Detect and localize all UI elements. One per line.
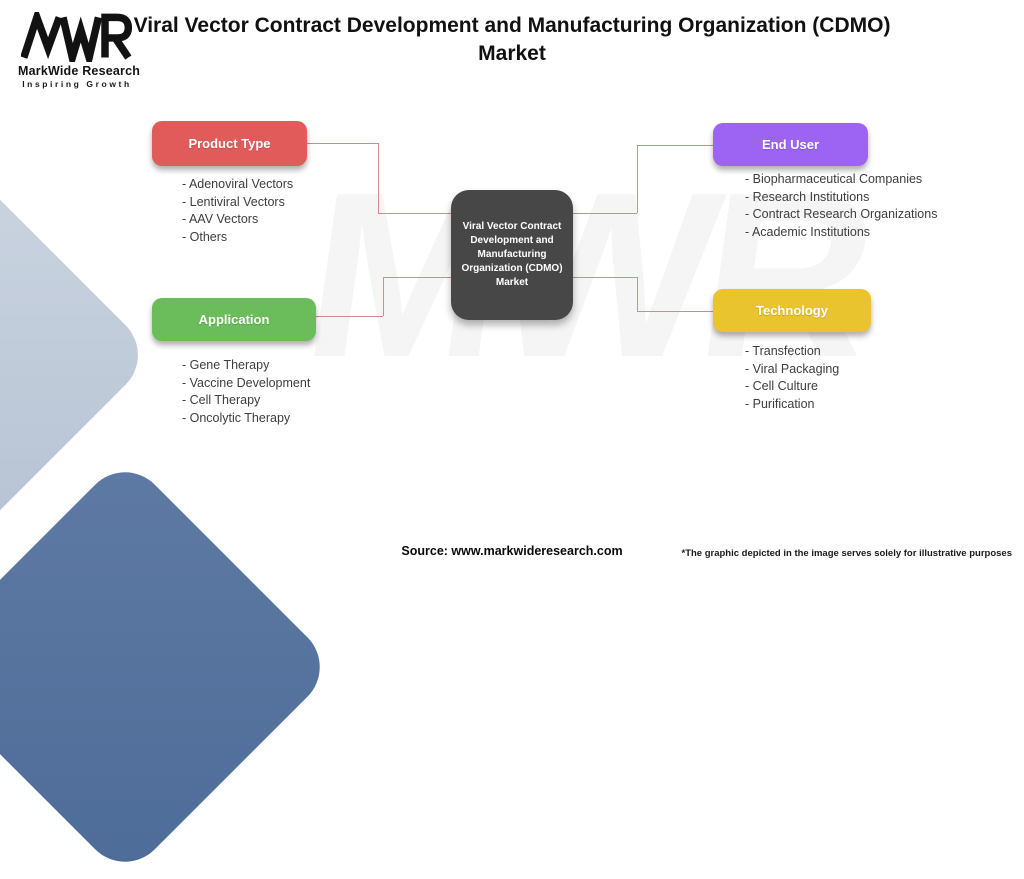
list-item: - Contract Research Organizations — [745, 207, 938, 222]
connector-enduser-v — [637, 145, 638, 213]
list-item: - Viral Packaging — [745, 361, 840, 376]
category-list-application: - Gene Therapy - Vaccine Development - Cel… — [182, 357, 310, 427]
connector-technology-h1 — [573, 277, 637, 278]
connector-application-h2 — [383, 277, 451, 278]
connector-enduser-h1 — [573, 213, 637, 214]
category-box-application: Application — [152, 298, 316, 341]
list-item: - Cell Culture — [745, 379, 818, 394]
infographic-canvas: MWR MarkWide Research Inspiring Growth V… — [0, 12, 1013, 879]
central-market-label: Viral Vector Contract Development and Ma… — [461, 221, 563, 288]
connector-product-h2 — [378, 213, 451, 214]
list-item: - Purification — [745, 396, 815, 411]
list-item: - Others — [182, 229, 228, 244]
connector-product-h1 — [307, 143, 378, 144]
page-title: Viral Vector Contract Development and Ma… — [133, 14, 891, 65]
list-item: - Lentiviral Vectors — [182, 194, 285, 209]
category-label-product-type: Product Type — [188, 136, 271, 151]
list-item: - Transfection — [745, 344, 821, 358]
source-text: Source: www.markwideresearch.com — [401, 544, 623, 558]
list-item: - Research Institutions — [745, 189, 870, 204]
list-item: - Biopharmaceutical Companies — [745, 172, 923, 186]
list-item: - Gene Therapy — [182, 358, 270, 372]
logo-tagline: Inspiring Growth — [22, 79, 132, 89]
connector-application-v — [383, 277, 384, 316]
list-item: - AAV Vectors — [182, 212, 259, 227]
connector-product-v — [378, 143, 379, 213]
category-label-end-user: End User — [761, 137, 820, 152]
category-box-product-type: Product Type — [152, 121, 307, 166]
category-box-end-user: End User — [713, 123, 868, 166]
category-list-technology: - Transfection - Viral Packaging - Cell Cu… — [745, 343, 839, 413]
category-list-product-type: - Adenoviral Vectors - Lentiviral Vectors… — [182, 176, 293, 246]
connector-technology-v — [637, 277, 638, 311]
central-market-node: Viral Vector Contract Development and Ma… — [451, 190, 573, 320]
connector-technology-h2 — [637, 311, 713, 312]
logo-company-name: MarkWide Research — [18, 64, 141, 78]
mwr-logo-icon — [21, 12, 133, 62]
list-item: - Vaccine Development — [182, 375, 311, 390]
list-item: - Cell Therapy — [182, 393, 261, 408]
list-item: - Adenoviral Vectors — [182, 177, 294, 191]
category-list-end-user: - Biopharmaceutical Companies - Research … — [745, 171, 937, 241]
category-box-technology: Technology — [713, 289, 871, 332]
connector-enduser-h2 — [637, 145, 713, 146]
list-item: - Academic Institutions — [745, 224, 871, 239]
background-diamond-dark — [0, 454, 338, 879]
category-label-technology: Technology — [756, 303, 828, 318]
markwide-logo: MarkWide Research Inspiring Growth — [18, 12, 141, 89]
disclaimer-text: *The graphic depicted in the image serve… — [681, 548, 1013, 559]
connector-application-h1 — [316, 316, 383, 317]
category-label-application: Application — [198, 312, 270, 327]
list-item: - Oncolytic Therapy — [182, 410, 291, 425]
